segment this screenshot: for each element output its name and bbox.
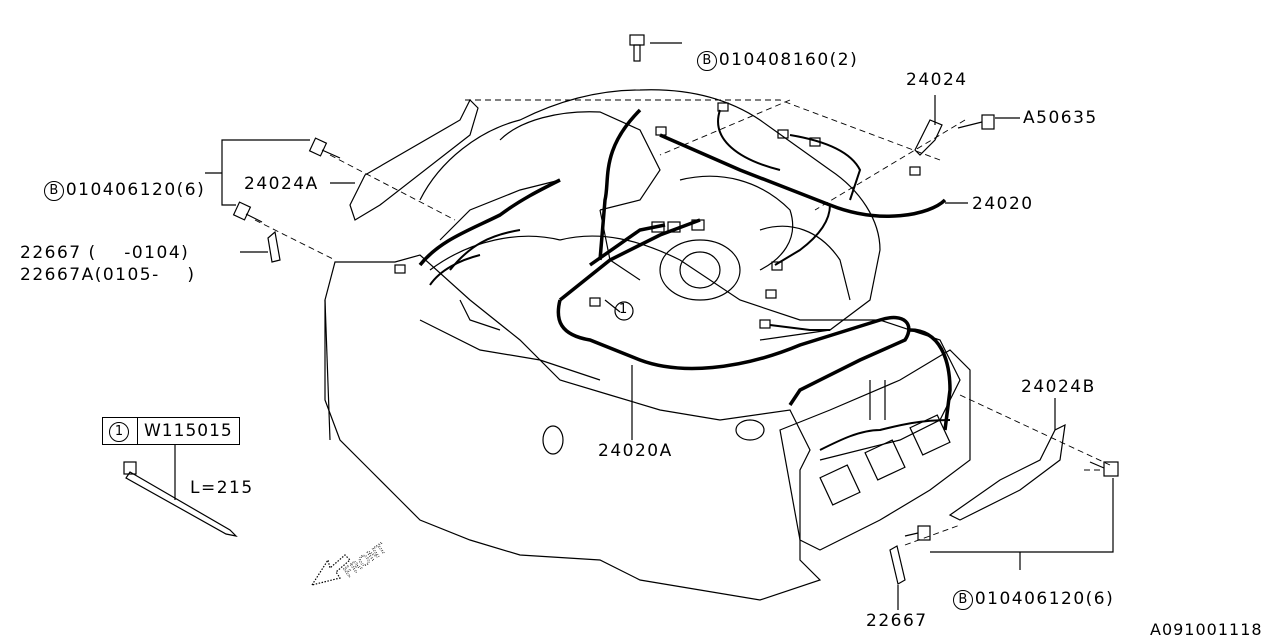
b-marker-icon: B xyxy=(43,181,64,201)
bracket-24024b xyxy=(948,423,1066,521)
cable-tie-legend-box: 1 W115015 xyxy=(102,417,240,445)
bolt-bottom-icon xyxy=(904,525,931,541)
callout-22667-line1: 22667 ( -0104) xyxy=(20,243,190,263)
engine-block xyxy=(324,235,961,601)
callout-24024a: 24024A xyxy=(244,174,319,194)
bolt-top-part: 010408160 xyxy=(718,50,830,70)
bracket-24024 xyxy=(914,119,943,156)
bolt-bottom-part: 010406120 xyxy=(974,589,1086,609)
callout-a50635: A50635 xyxy=(1023,108,1098,128)
bolt-left-part: 010406120 xyxy=(65,180,177,200)
diagram-code: A091001118 xyxy=(1150,620,1263,639)
clip-22667-bottom-icon xyxy=(889,545,906,585)
callout-24020a: 24020A xyxy=(598,441,673,461)
cable-tie-length: L=215 xyxy=(190,478,254,498)
clip-ref-marker-icon xyxy=(614,301,634,321)
bolts xyxy=(232,34,1119,541)
callout-leaders xyxy=(174,42,1114,610)
bolt-top-qty: (2) xyxy=(829,50,859,70)
dashed-leaders xyxy=(254,99,1111,546)
b-marker-icon: B xyxy=(696,51,717,71)
b-marker-icon: B xyxy=(952,590,973,610)
callout-24024: 24024 xyxy=(906,70,968,90)
clip-22667-left-icon xyxy=(267,230,281,263)
intake-manifold xyxy=(419,89,881,341)
bracket-24024a xyxy=(349,98,479,221)
bolt-a50635-icon xyxy=(957,114,995,130)
clip-ref-marker-label: 1 xyxy=(619,302,628,317)
bolt-left-qty: (6) xyxy=(176,180,206,200)
front-arrow-icon xyxy=(310,554,351,586)
callout-22667a-line2: 22667A(0105- ) xyxy=(20,265,196,285)
legend-marker-cell: 1 xyxy=(103,418,137,444)
cylinder-head-right xyxy=(735,349,971,551)
callout-22667-bottom: 22667 xyxy=(866,611,928,631)
bolt-left-upper-icon xyxy=(308,137,341,159)
harness-branches xyxy=(429,109,951,451)
bolt-left-lower-icon xyxy=(232,201,263,223)
legend-part-cell: W115015 xyxy=(137,418,239,444)
legend-marker-icon: 1 xyxy=(109,422,129,442)
cable-tie-icon xyxy=(125,471,238,537)
bolt-top-icon xyxy=(629,34,645,62)
callout-24020: 24020 xyxy=(972,194,1034,214)
bolt-bottom-qty: (6) xyxy=(1085,589,1115,609)
connectors xyxy=(123,102,921,475)
callout-24024b: 24024B xyxy=(1021,377,1096,397)
bolt-right-icon xyxy=(1089,461,1119,477)
